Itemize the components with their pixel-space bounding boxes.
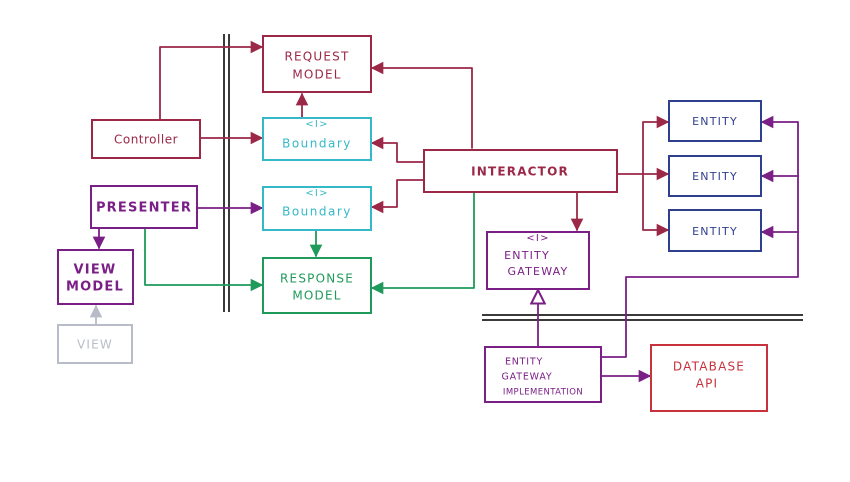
edge-interactor-boundary-output (370, 179, 425, 214)
boundary-output-box: <I> Boundary (262, 186, 372, 231)
entity-gateway-stereotype: <I> (526, 233, 549, 244)
edge-interactor-response-model (370, 191, 475, 295)
entity-gateway-label-line1: ENTITY (504, 249, 550, 262)
edge-gateway-implementation-entities (601, 115, 799, 358)
interactor-box: INTERACTOR (423, 149, 618, 193)
entity-gateway-implementation-box: ENTITY GATEWAY IMPLEMENTATION (484, 346, 602, 403)
boundary-input-stereotype: <I> (305, 119, 328, 130)
boundary-output-label: Boundary (282, 205, 352, 219)
boundary-divider-vertical (223, 34, 230, 312)
controller-label: Controller (114, 133, 178, 147)
response-model-box: RESPONSE MODEL (262, 257, 372, 314)
entity-gateway-implementation-label-line1: ENTITY (505, 357, 543, 368)
entity-box-2: ENTITY (668, 155, 762, 197)
boundary-input-label: Boundary (282, 137, 352, 151)
edge-presenter-response-model (144, 227, 264, 292)
entity-gateway-implementation-label-line3: IMPLEMENTATION (503, 388, 583, 398)
edge-interactor-entity-bottom (642, 173, 670, 237)
presenter-label: PRESENTER (96, 201, 192, 216)
boundary-output-stereotype: <I> (305, 188, 328, 199)
boundary-input-box: <I> Boundary (262, 117, 372, 161)
entity-box-3: ENTITY (668, 209, 762, 252)
database-api-box: DATABASE API (650, 344, 768, 412)
view-model-label-line1: VIEW (74, 263, 117, 278)
entity-gateway-label-line2: GATEWAY (508, 265, 569, 278)
boundary-divider-horizontal (482, 314, 803, 321)
entity-gateway-implementation-label-line2: GATEWAY (502, 372, 553, 383)
controller-box: Controller (91, 119, 201, 159)
edge-interactor-entity-top (642, 115, 670, 175)
edge-interactor-boundary-input (370, 136, 425, 163)
request-model-label-line1: REQUEST (284, 50, 349, 64)
database-api-label-line1: DATABASE (673, 360, 745, 374)
view-box: VIEW (57, 324, 133, 364)
edge-interactor-request-model (370, 61, 473, 149)
request-model-label-line2: MODEL (292, 68, 341, 82)
database-api-label-line2: API (696, 377, 719, 391)
entity-1-label: ENTITY (692, 115, 738, 128)
entity-2-label: ENTITY (692, 170, 738, 183)
request-model-box: REQUEST MODEL (262, 35, 372, 93)
view-model-label-line2: MODEL (66, 280, 124, 295)
entity-3-label: ENTITY (692, 225, 738, 238)
interactor-label: INTERACTOR (471, 165, 569, 179)
response-model-label-line1: RESPONSE (280, 272, 354, 286)
response-model-label-line2: MODEL (292, 289, 341, 303)
edge-controller-request-model (159, 40, 264, 121)
presenter-box: PRESENTER (90, 185, 198, 229)
view-model-box: VIEW MODEL (57, 249, 134, 305)
view-label: VIEW (77, 338, 113, 352)
entity-box-1: ENTITY (668, 100, 762, 142)
entity-gateway-box: <I> ENTITY GATEWAY (486, 231, 590, 290)
